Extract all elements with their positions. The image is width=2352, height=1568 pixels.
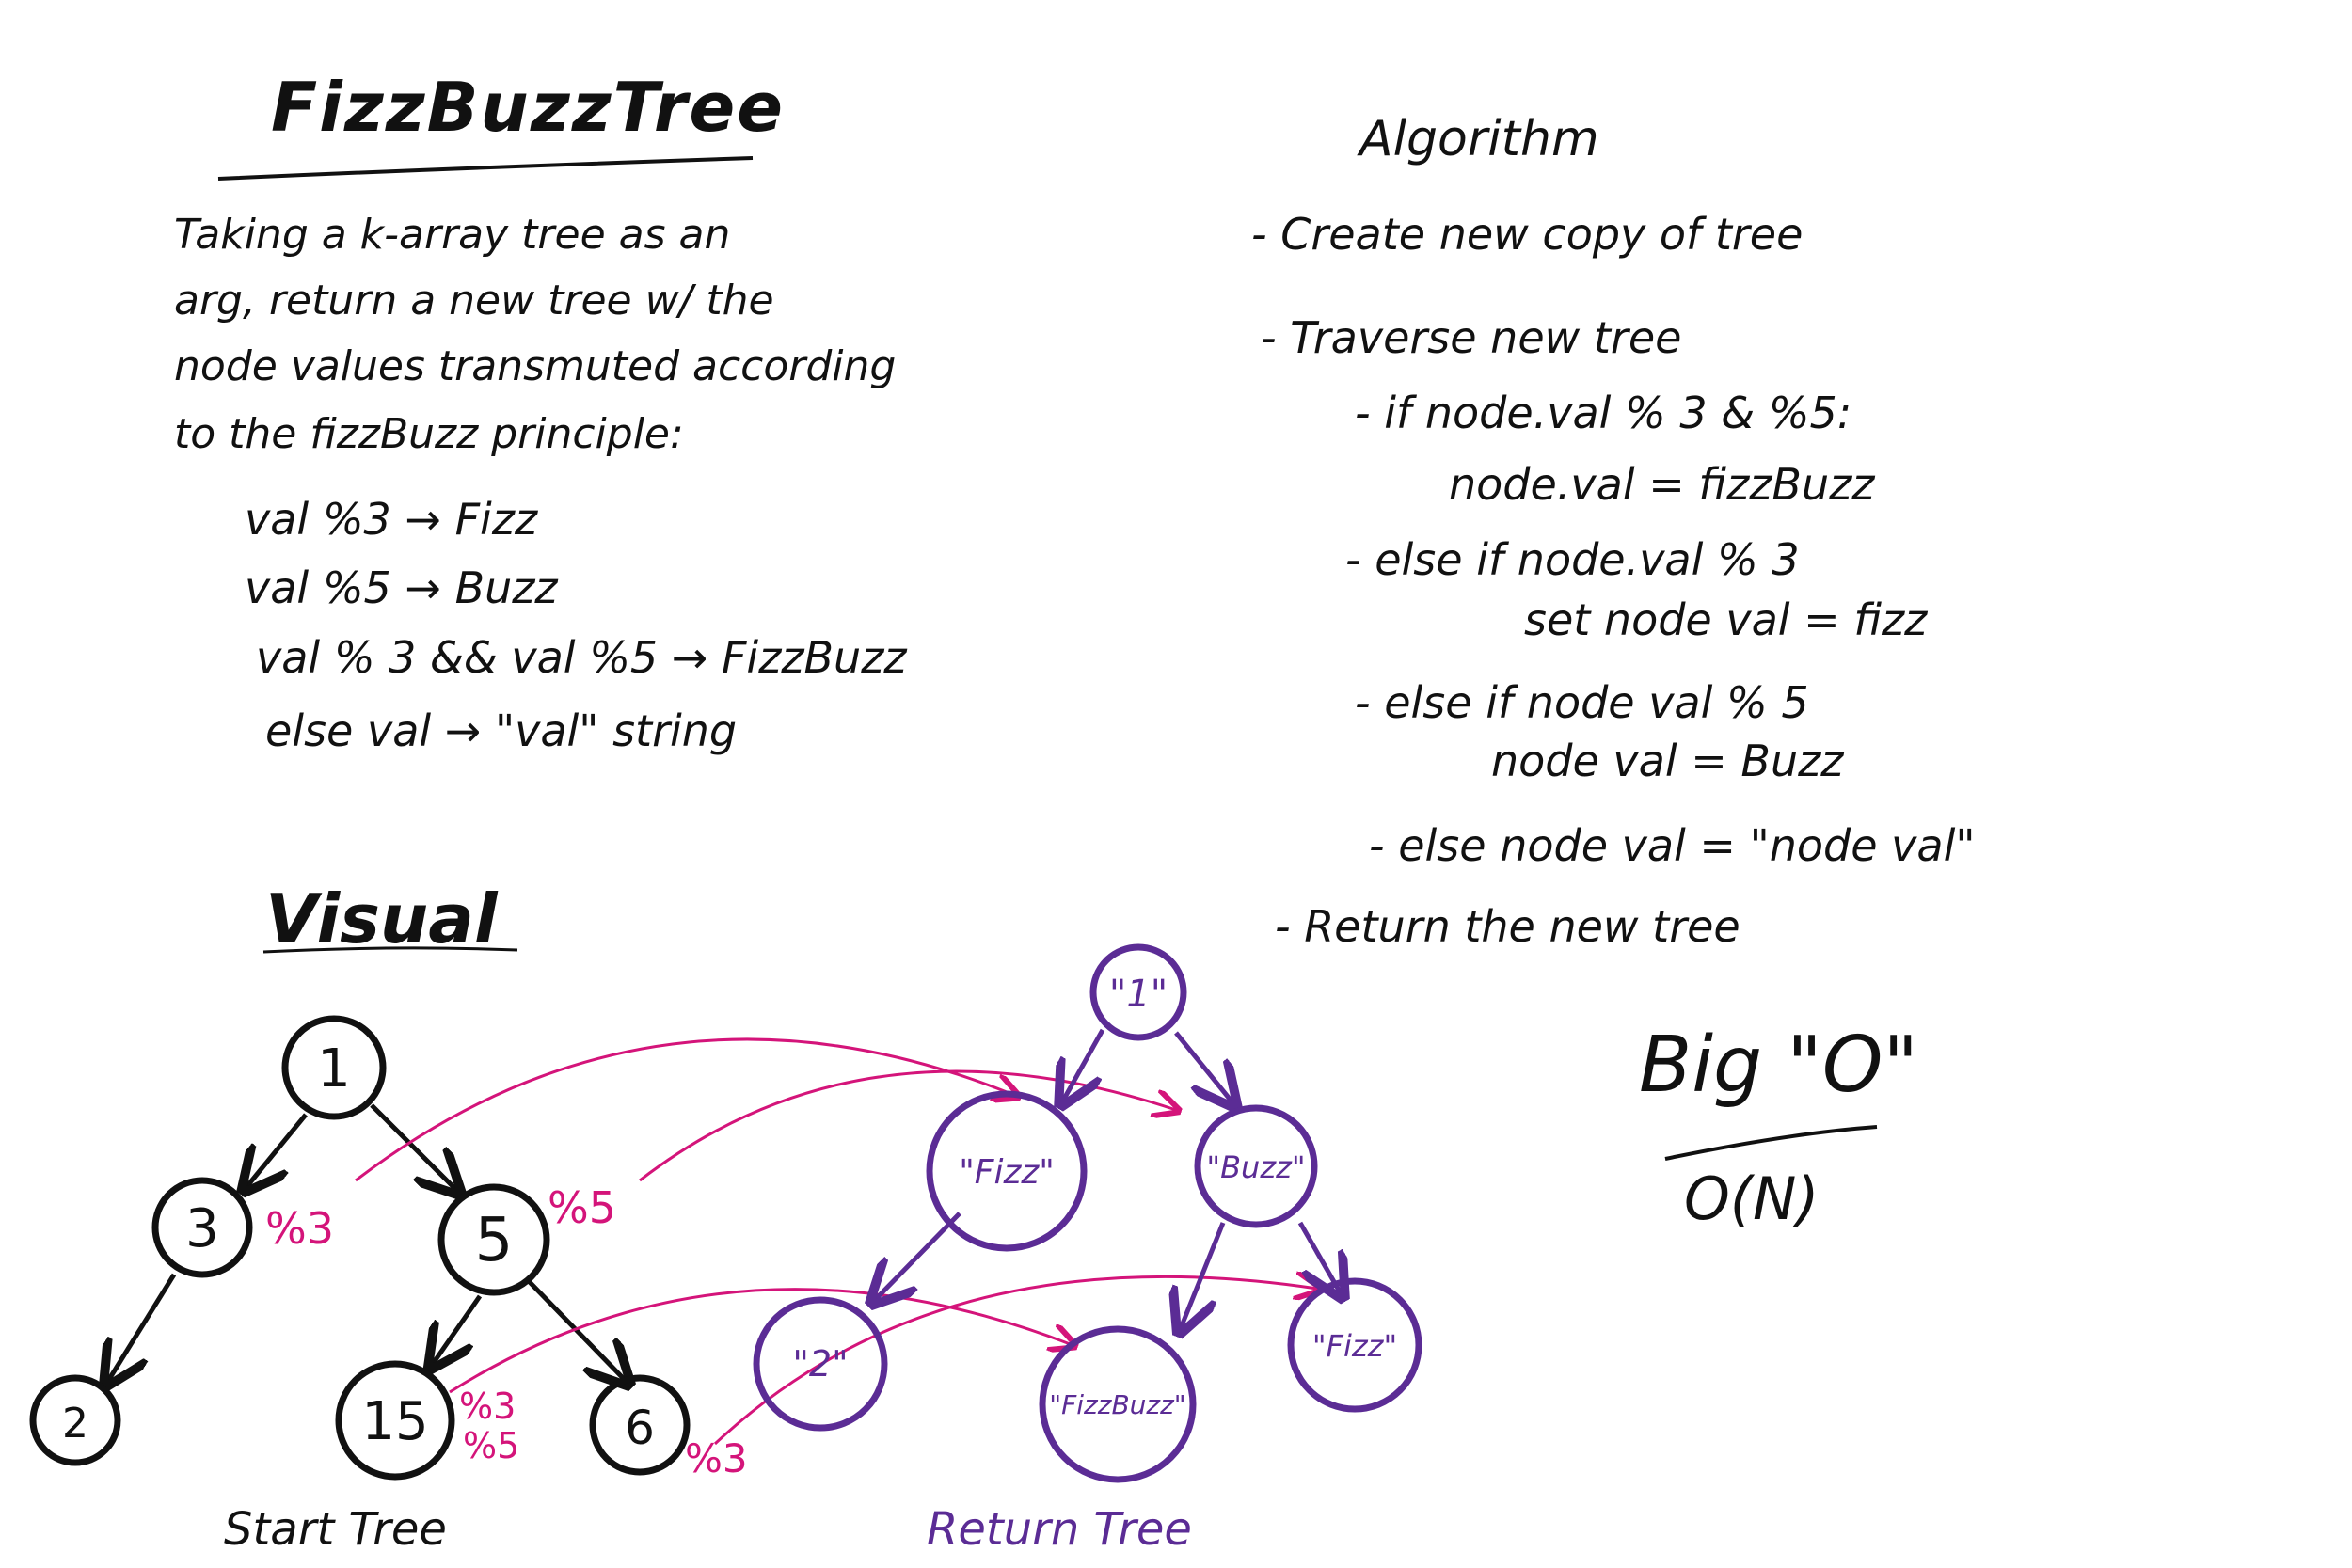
rule-fizzbuzz: val % 3 && val %5 → FizzBuzz — [256, 632, 907, 683]
mod-label-15-b: %5 — [463, 1425, 519, 1466]
algorithm-step-return: - Return the new tree — [1275, 901, 1740, 952]
edge-3-2 — [108, 1273, 177, 1381]
start-node-5: 5 — [437, 1183, 550, 1296]
mod-label-3: %3 — [265, 1203, 334, 1254]
edge-5-15 — [433, 1294, 483, 1364]
return-node-buzz-label: "Buzz" — [1206, 1149, 1305, 1185]
start-node-2-label: 2 — [62, 1400, 88, 1448]
edge-buzz-fizzbuzz — [1181, 1222, 1226, 1328]
algorithm-step-elseif-5-body: node val = Buzz — [1491, 736, 1844, 786]
big-o-heading: Big "O" — [1639, 1021, 1919, 1110]
algorithm-step-traverse: - Traverse new tree — [1261, 312, 1682, 363]
description-line-2: arg, return a new tree w/ the — [174, 277, 774, 325]
algorithm-step-if-body: node.val = fizzBuzz — [1449, 459, 1875, 510]
return-node-1-label: "1" — [1109, 973, 1168, 1016]
start-node-2: 2 — [29, 1374, 121, 1466]
start-node-15-label: 15 — [361, 1391, 428, 1452]
return-node-fizz-2-label: "Fizz" — [1312, 1328, 1397, 1364]
edge-fizz-2 — [875, 1212, 961, 1300]
edge-r1-buzz — [1174, 1031, 1232, 1102]
return-node-fizzbuzz: "FizzBuzz" — [1039, 1325, 1197, 1483]
big-o-value: O(N) — [1684, 1164, 1820, 1233]
start-node-3: 3 — [151, 1177, 253, 1278]
map-5-to-buzz — [639, 1069, 1176, 1182]
description-line-1: Taking a k-array tree as an — [174, 211, 731, 259]
map-6-to-fizz — [713, 1276, 1317, 1446]
algorithm-step-elseif-3: - else if node.val % 3 — [1345, 534, 1800, 585]
map-15-to-fizzbuzz — [449, 1288, 1073, 1394]
start-node-6: 6 — [589, 1374, 691, 1476]
start-node-6-label: 6 — [625, 1401, 655, 1455]
edge-r1-fizz — [1063, 1028, 1105, 1101]
return-node-buzz: "Buzz" — [1194, 1104, 1318, 1228]
algorithm-step-if: - if node.val % 3 & %5: — [1355, 388, 1852, 438]
rule-buzz: val %5 → Buzz — [245, 562, 558, 613]
return-node-fizz-label: "Fizz" — [959, 1153, 1055, 1192]
visual-heading: Visual — [265, 879, 498, 958]
mod-label-5: %5 — [548, 1182, 616, 1233]
start-node-3-label: 3 — [185, 1198, 219, 1259]
return-node-fizz: "Fizz" — [926, 1090, 1088, 1252]
page-title: FizzBuzzTree — [271, 68, 785, 147]
start-node-1: 1 — [281, 1015, 387, 1120]
start-tree-caption: Start Tree — [224, 1503, 447, 1556]
rule-fizz: val %3 → Fizz — [245, 494, 538, 545]
rule-else: else val → "val" string — [265, 705, 738, 756]
start-node-5-label: 5 — [475, 1206, 514, 1275]
algorithm-step-elseif-5: - else if node val % 5 — [1355, 677, 1809, 728]
mod-label-15-a: %3 — [459, 1386, 516, 1427]
algorithm-heading: Algorithm — [1359, 111, 1599, 167]
return-node-2: "2" — [753, 1296, 888, 1432]
return-node-1: "1" — [1089, 943, 1187, 1041]
description-line-4: to the fizzBuzz principle: — [174, 410, 684, 458]
return-node-fizz-2: "Fizz" — [1287, 1277, 1422, 1413]
return-node-fizzbuzz-label: "FizzBuzz" — [1049, 1389, 1185, 1420]
algorithm-step-else: - else node val = "node val" — [1369, 820, 1976, 871]
algorithm-step-elseif-3-body: set node val = fizz — [1524, 594, 1928, 645]
algorithm-step-copy: - Create new copy of tree — [1251, 209, 1804, 260]
description-line-3: node values transmuted according — [174, 342, 897, 390]
return-tree-caption: Return Tree — [927, 1503, 1192, 1556]
start-node-15: 15 — [335, 1360, 455, 1481]
edge-1-3 — [246, 1113, 308, 1187]
return-node-2-label: "2" — [792, 1343, 848, 1385]
map-3-to-fizz — [355, 1037, 1016, 1182]
edge-1-5 — [370, 1103, 456, 1190]
start-node-1-label: 1 — [317, 1038, 351, 1100]
